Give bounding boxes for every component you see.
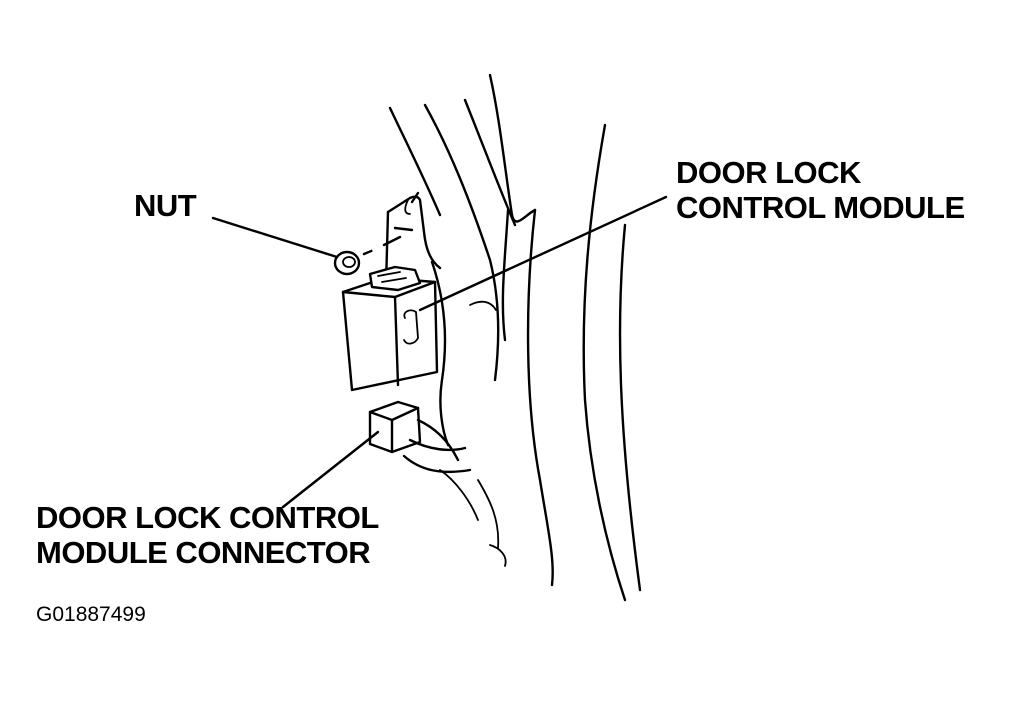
nut-label-text: NUT: [134, 188, 197, 223]
nut-label: NUT: [134, 188, 197, 223]
connector-label-line-2: MODULE CONNECTOR: [36, 535, 371, 571]
connector-label-line-1: DOOR LOCK CONTROL: [36, 500, 379, 535]
module-leader-line: [418, 195, 668, 312]
control-module-part: [341, 265, 439, 392]
module-label-line-1: DOOR LOCK: [676, 155, 861, 190]
nut-leader-line: [211, 216, 339, 259]
connector-part: [368, 400, 472, 474]
connector-leader-line: [281, 430, 380, 509]
module-label-line-2: CONTROL MODULE: [676, 190, 965, 226]
nut-part: [333, 226, 414, 276]
door-lock-control-module-label: DOOR LOCK CONTROL MODULE: [676, 155, 965, 225]
connector-label: DOOR LOCK CONTROL MODULE CONNECTOR: [36, 500, 379, 570]
door-frame-lines: [388, 73, 642, 602]
figure-id: G01887499: [36, 603, 146, 626]
leader-lines: [211, 195, 668, 509]
